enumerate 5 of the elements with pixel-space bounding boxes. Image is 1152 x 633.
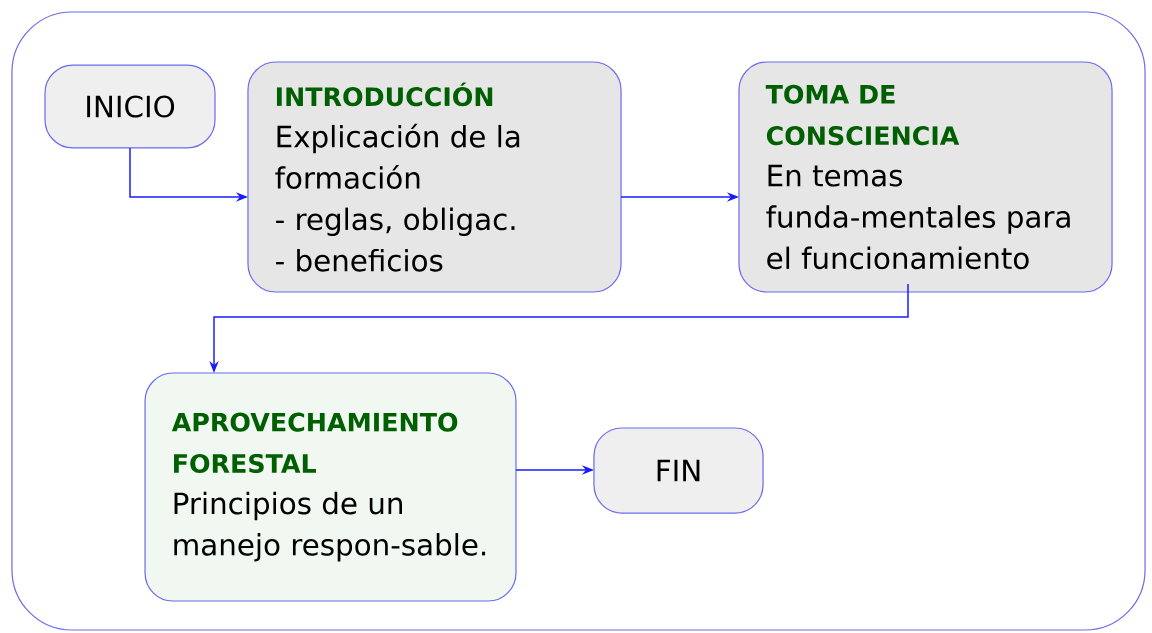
terminal-box: FIN: [593, 427, 764, 514]
process-box: APROVECHAMIENTO FORESTAL Principios de un manejo respon-sable.: [144, 372, 517, 602]
process-box: TOMA DE CONSCIENCIA En temas funda-mentales para el funcionamiento: [738, 61, 1113, 293]
terminal-box: INICIO: [44, 64, 216, 149]
process-box: INTRODUCCIÓN Explicación de la formación - reglas, obligac. - beneficios: [247, 61, 622, 293]
